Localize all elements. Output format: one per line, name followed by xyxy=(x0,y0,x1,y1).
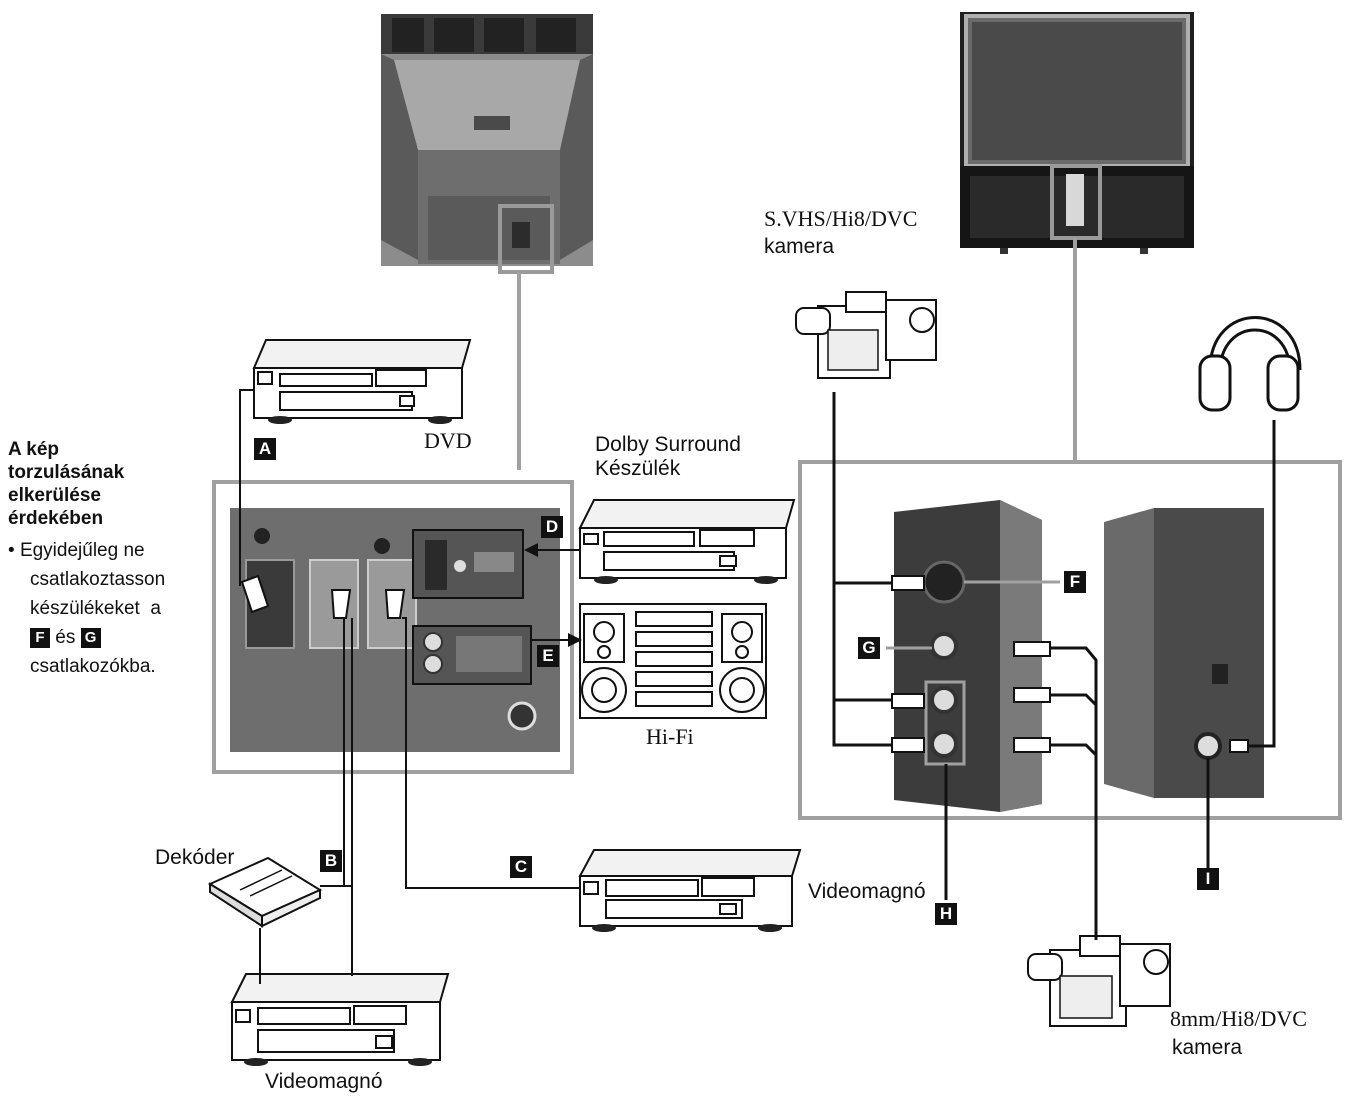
camcorder-icon xyxy=(795,291,937,379)
vcr-icon xyxy=(578,849,802,932)
note-text: Egyidejűleg ne xyxy=(19,540,145,561)
connector-g-badge: G xyxy=(858,637,880,659)
connector-b-badge: B xyxy=(320,850,342,872)
leader-lines xyxy=(886,580,1060,650)
arrow-d-icon xyxy=(524,543,538,557)
8mm-camera-label-line1: 8mm/Hi8/DVC xyxy=(1170,1006,1307,1031)
vcr-bottom-label: Videomagnó xyxy=(265,1070,383,1093)
rear-connector-panel xyxy=(212,480,574,774)
connector-c-badge: C xyxy=(510,856,532,878)
note-title-line: torzulásának xyxy=(8,462,125,483)
dvd-player-icon xyxy=(252,339,472,424)
note-title-line: érdekében xyxy=(8,508,104,529)
cable-lines xyxy=(239,389,580,984)
connector-g-badge: G xyxy=(80,627,101,648)
note-title: A kép torzulásának elkerülése érdekében xyxy=(8,438,208,530)
hifi-label: Hi-Fi xyxy=(646,724,694,749)
decoder-icon xyxy=(207,856,323,928)
arrow-e-icon xyxy=(568,633,582,647)
warning-note: A kép torzulásának elkerülése érdekében … xyxy=(8,438,208,681)
connector-e-badge: E xyxy=(537,645,559,667)
bullet-marker: • xyxy=(8,540,15,561)
decoder-label: Dekóder xyxy=(155,846,235,869)
camcorder-icon xyxy=(1027,935,1171,1027)
connector-h-badge: H xyxy=(935,903,957,925)
dvd-label: DVD xyxy=(424,428,472,453)
vcr-right-label: Videomagnó xyxy=(808,880,926,903)
svhs-camera-label-line2: kamera xyxy=(764,235,835,258)
8mm-camera-label-line2: kamera xyxy=(1172,1036,1243,1059)
dolby-unit-icon xyxy=(578,499,796,584)
note-text: és xyxy=(55,627,76,648)
tv-rear-icon xyxy=(381,14,593,274)
dolby-label-line1: Dolby Surround xyxy=(595,433,741,456)
vcr-icon xyxy=(230,973,450,1066)
note-text: készülékeket a xyxy=(30,598,161,619)
note-text: csatlakozókba. xyxy=(30,656,156,677)
front-connector-panel xyxy=(798,460,1342,820)
note-title-line: A kép xyxy=(8,439,60,460)
connector-f-badge: F xyxy=(30,627,50,648)
note-body: • Egyidejűleg ne csatlakoztasson készülé… xyxy=(8,536,208,681)
connector-a-badge: A xyxy=(254,438,276,460)
hifi-system-icon xyxy=(579,603,767,719)
dolby-label-line2: Készülék xyxy=(595,457,681,480)
note-text: csatlakoztasson xyxy=(30,569,166,590)
headphones-icon xyxy=(1198,316,1302,412)
connector-d-badge: D xyxy=(541,516,563,538)
note-title-line: elkerülése xyxy=(8,485,101,506)
cable-lines xyxy=(832,392,1276,940)
connector-i-badge: I xyxy=(1197,868,1219,890)
svhs-camera-label-line1: S.VHS/Hi8/DVC xyxy=(764,206,918,231)
connector-f-badge: F xyxy=(1064,571,1086,593)
tv-front-icon xyxy=(960,12,1194,254)
